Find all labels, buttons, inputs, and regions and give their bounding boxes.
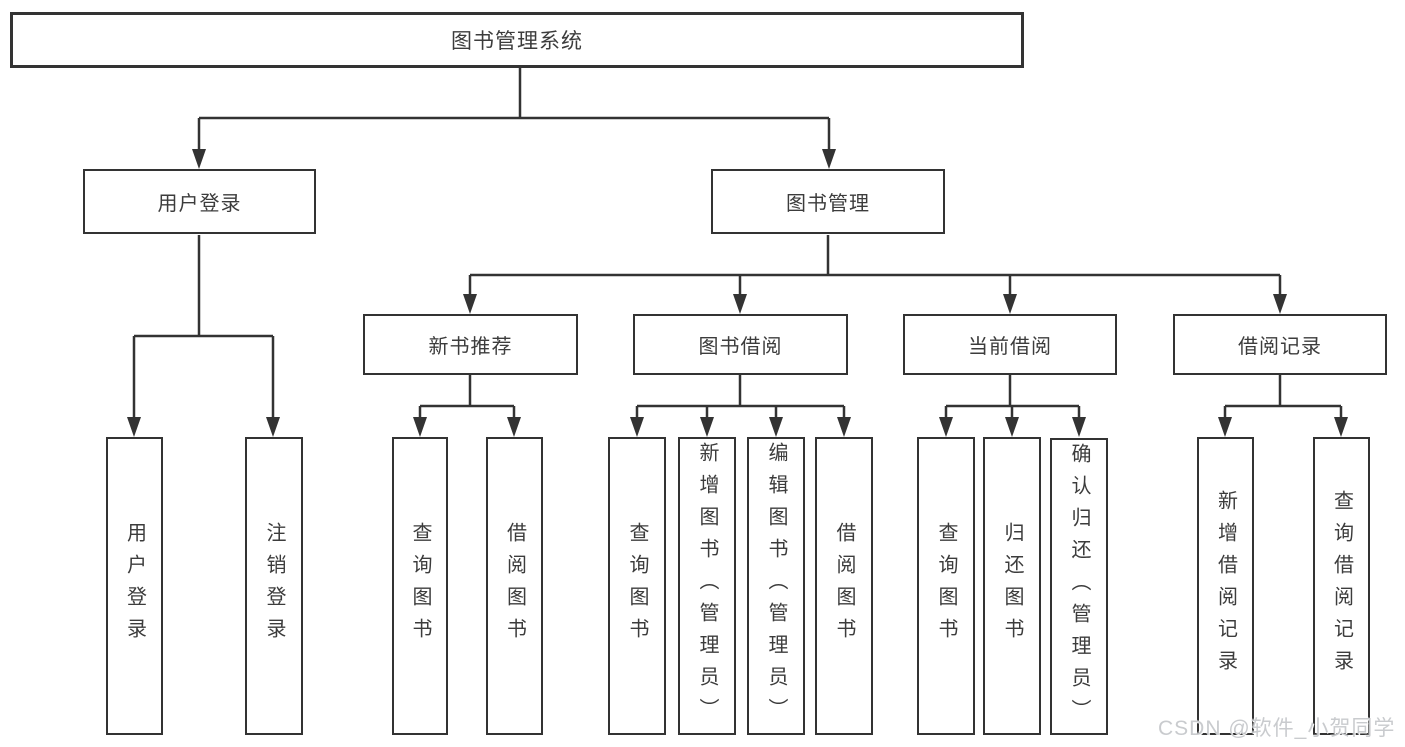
leaf-logout: 注销登录: [245, 437, 303, 735]
leaf-user-login-label: 用户登录: [123, 522, 146, 650]
node-borrow-records: 借阅记录: [1173, 314, 1387, 375]
leaf-query-books-current: 查询图书: [917, 437, 975, 735]
leaf-confirm-return-admin: 确认归还（管理员）: [1050, 438, 1108, 735]
leaf-return-books-label: 归还图书: [1001, 522, 1023, 650]
connector-segments: [132, 68, 1343, 419]
leaf-borrow-books-label: 借阅图书: [833, 522, 855, 650]
leaf-query-books-borrow-label: 查询图书: [626, 522, 648, 650]
node-current-borrow: 当前借阅: [903, 314, 1117, 375]
leaf-add-books-admin-label: 新增图书（管理员）: [696, 442, 718, 730]
leaf-add-borrow-record: 新增借阅记录: [1197, 437, 1254, 735]
node-book-borrow: 图书借阅: [633, 314, 848, 375]
leaf-add-books-admin: 新增图书（管理员）: [678, 437, 736, 735]
leaf-query-books-recommend-label: 查询图书: [409, 522, 431, 650]
leaf-logout-label: 注销登录: [263, 522, 285, 650]
node-library-system-label: 图书管理系统: [451, 30, 583, 53]
leaf-user-login: 用户登录: [106, 437, 163, 735]
leaf-query-books-recommend: 查询图书: [392, 437, 448, 735]
leaf-borrow-books-recommend-label: 借阅图书: [503, 522, 526, 650]
leaf-confirm-return-admin-label: 确认归还（管理员）: [1068, 442, 1090, 731]
leaf-query-books-borrow: 查询图书: [608, 437, 666, 735]
leaf-return-books: 归还图书: [983, 437, 1041, 735]
leaf-add-borrow-record-label: 新增借阅记录: [1214, 490, 1237, 682]
node-borrow-records-label: 借阅记录: [1238, 336, 1322, 358]
leaf-borrow-books: 借阅图书: [815, 437, 873, 735]
node-user-login-label: 用户登录: [157, 193, 242, 215]
csdn-watermark: CSDN @软件_小贺同学: [1158, 717, 1396, 740]
leaf-edit-books-admin: 编辑图书（管理员）: [747, 437, 805, 735]
arrowheads: [127, 149, 1348, 437]
node-user-login: 用户登录: [83, 169, 316, 234]
leaf-edit-books-admin-label: 编辑图书（管理员）: [765, 442, 787, 730]
leaf-query-books-current-label: 查询图书: [935, 522, 957, 650]
node-book-borrow-label: 图书借阅: [698, 336, 783, 358]
node-current-borrow-label: 当前借阅: [968, 336, 1052, 358]
node-new-book-recommend: 新书推荐: [363, 314, 578, 375]
leaf-query-borrow-record: 查询借阅记录: [1313, 437, 1370, 735]
node-library-system: 图书管理系统: [10, 12, 1024, 68]
node-new-book-recommend-label: 新书推荐: [428, 336, 513, 358]
leaf-borrow-books-recommend: 借阅图书: [486, 437, 543, 735]
leaf-query-borrow-record-label: 查询借阅记录: [1330, 490, 1353, 682]
node-book-management: 图书管理: [711, 169, 945, 234]
node-book-management-label: 图书管理: [786, 193, 870, 215]
